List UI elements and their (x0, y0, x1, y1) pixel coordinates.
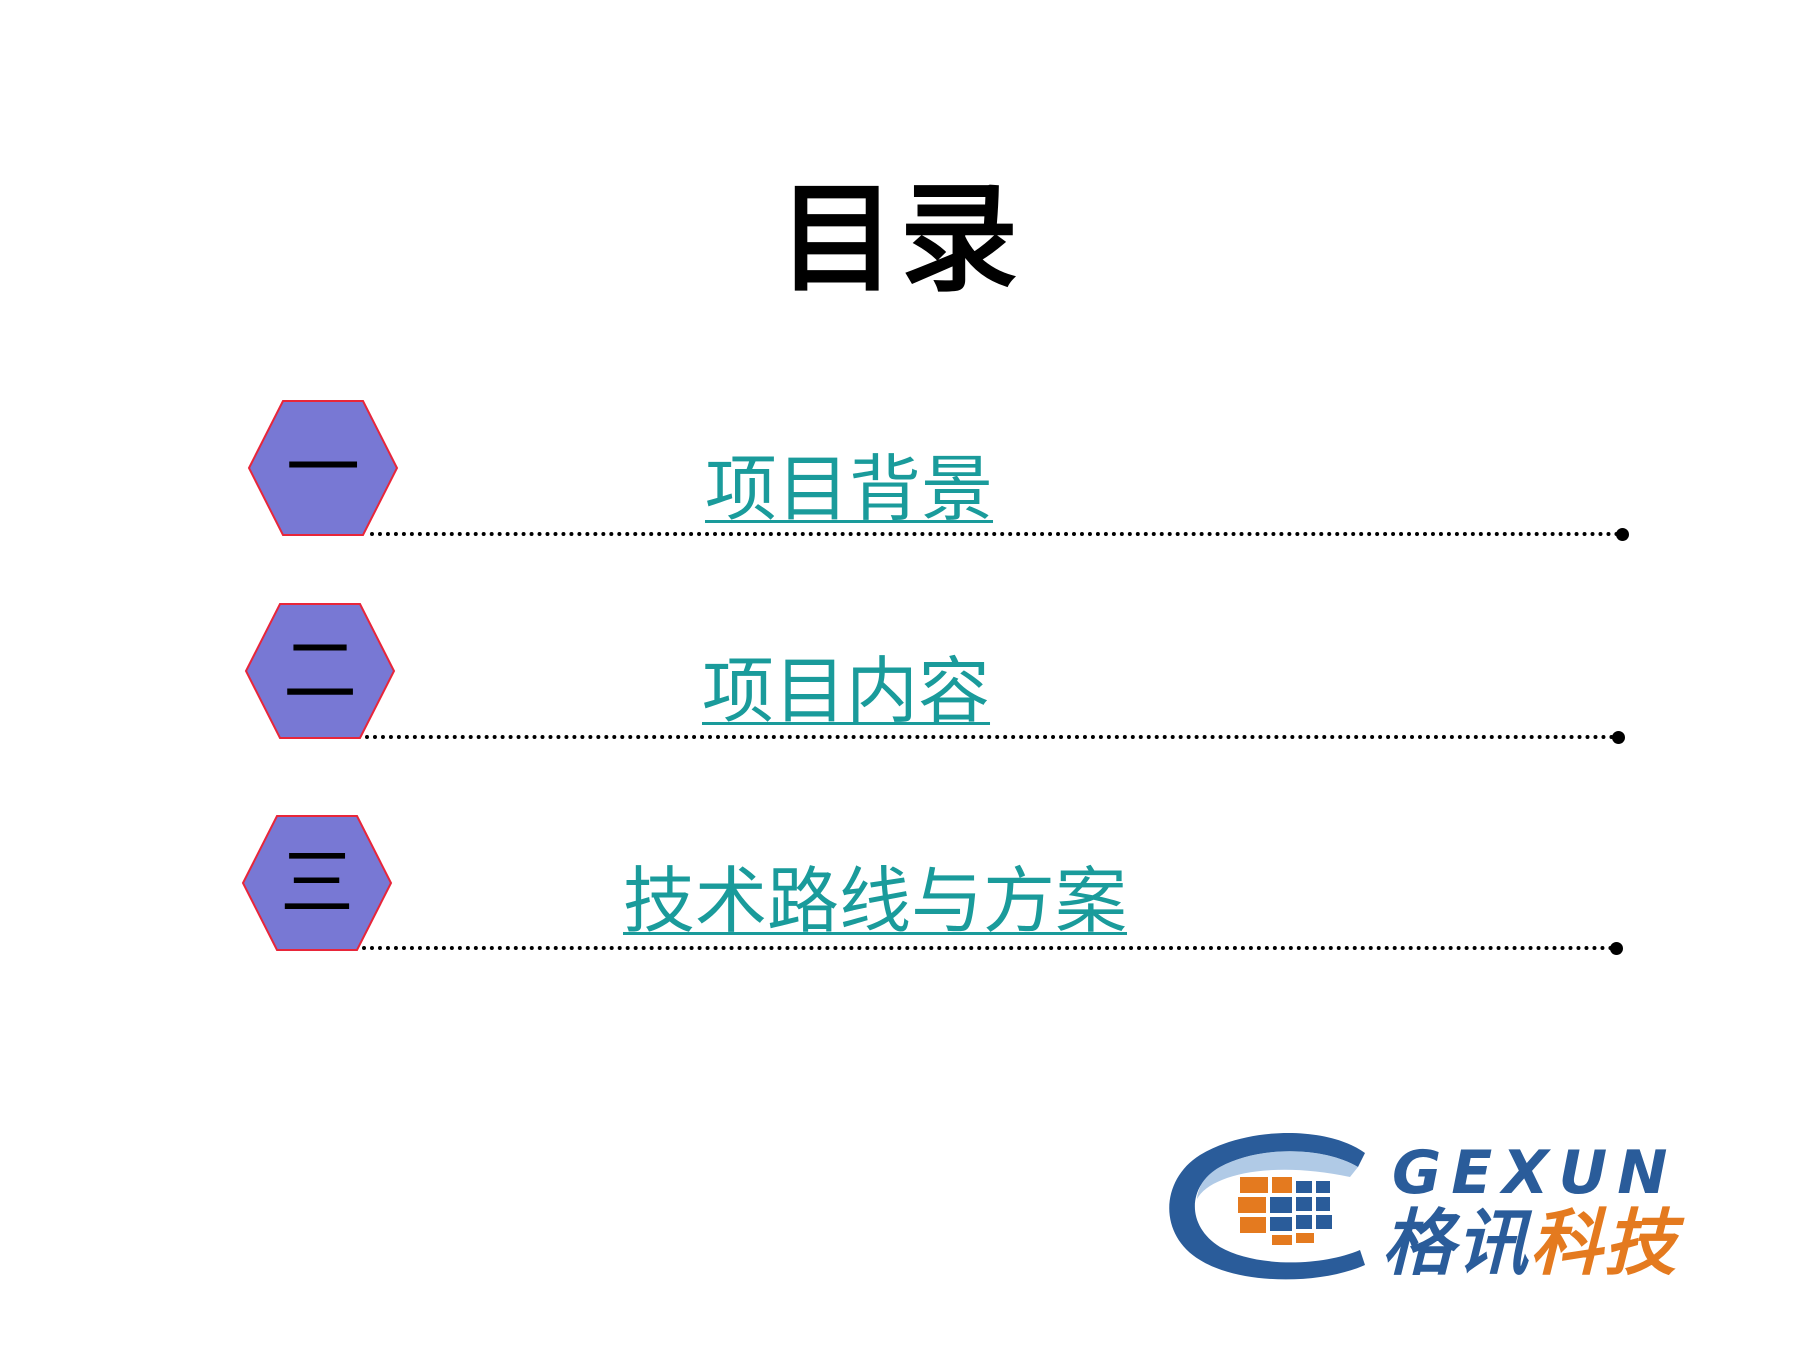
toc-leader-end-1 (1616, 528, 1629, 541)
logo-chinese-name: 格讯科技 (1382, 1207, 1678, 1279)
page-title: 目录 (777, 169, 1022, 308)
toc-number-badge-2: 二 (244, 602, 396, 740)
toc-leader-end-3 (1610, 942, 1623, 955)
toc-leader-1 (370, 532, 1620, 536)
toc-number-2: 二 (283, 628, 357, 714)
logo-emblem-icon (1169, 1133, 1365, 1280)
toc-number-1: 一 (286, 425, 360, 511)
hexagon-shape (244, 603, 396, 739)
hexagon-shape (241, 815, 393, 951)
toc-leader-end-2 (1612, 731, 1625, 744)
logo-chinese-name-part2: 科技 (1530, 1201, 1679, 1285)
hexagon-shape (247, 400, 399, 536)
toc-number-3: 三 (280, 840, 354, 926)
toc-link-2[interactable]: 项目内容 (702, 649, 991, 733)
logo-english-name: GEXUN (1392, 1138, 1678, 1208)
toc-leader-3 (362, 946, 1614, 950)
toc-link-3[interactable]: 技术路线与方案 (623, 859, 1128, 943)
toc-link-1[interactable]: 项目背景 (705, 447, 994, 531)
logo-chinese-name-part1: 格讯 (1382, 1201, 1531, 1285)
toc-number-badge-3: 三 (241, 814, 393, 952)
toc-number-badge-1: 一 (247, 399, 399, 537)
toc-leader-2 (365, 735, 1615, 739)
company-logo: GEXUN 格讯科技 (1160, 1125, 1740, 1285)
